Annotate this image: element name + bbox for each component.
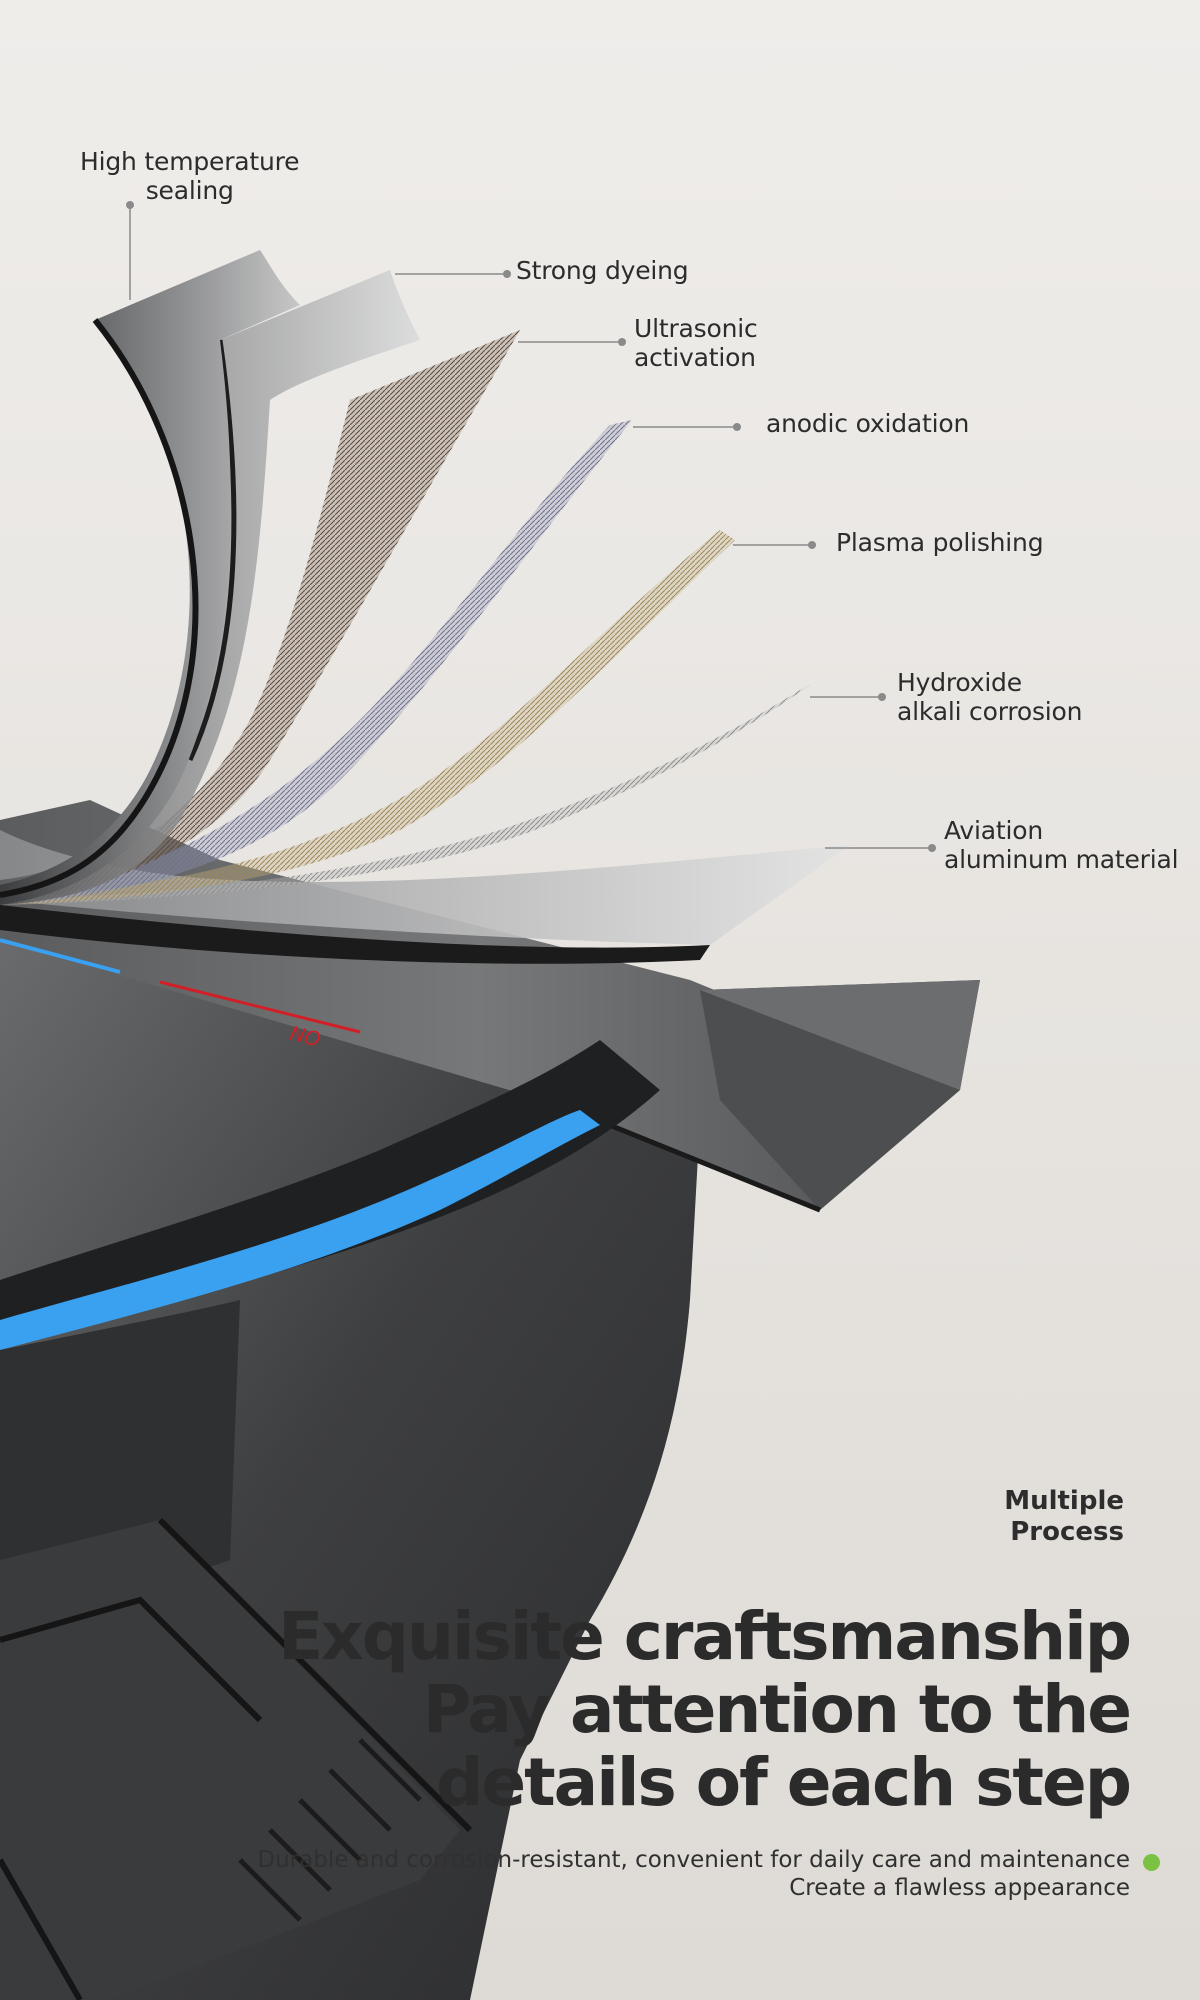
callout-strong-dyeing: Strong dyeing <box>516 256 689 285</box>
green-dot-icon <box>1143 1854 1160 1871</box>
callout-anodic-oxidation: anodic oxidation <box>766 409 970 438</box>
subtitle: Durable and corrosion-resistant, conveni… <box>257 1847 1130 1901</box>
headline: Exquisite craftsmanship Pay attention to… <box>278 1598 1132 1821</box>
callout-plasma-polishing: Plasma polishing <box>836 528 1044 557</box>
